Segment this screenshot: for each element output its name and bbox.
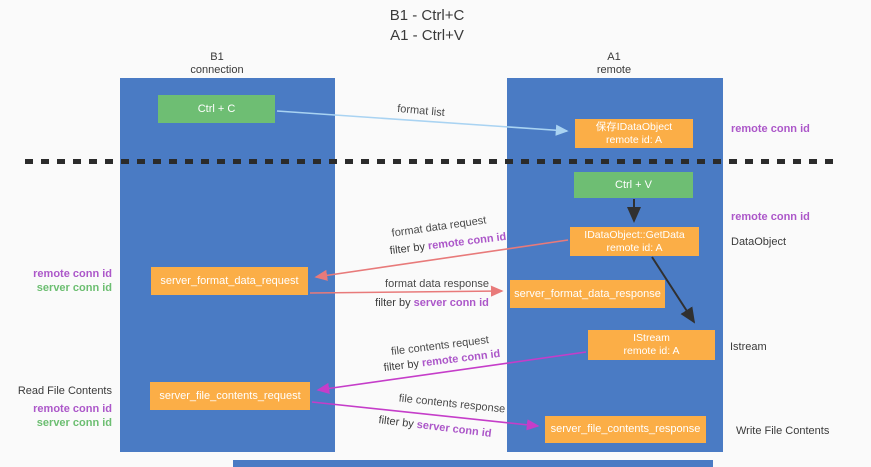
column-b1-subtitle: connection [190, 64, 244, 76]
session-separator-line [25, 159, 835, 164]
server-format-data-request-box: server_format_data_request [151, 267, 308, 295]
server-conn-id-highlight: server conn id [413, 297, 489, 309]
column-a1-name: A1 [607, 51, 621, 63]
getdata-line2: remote id: A [606, 241, 663, 254]
server-conn-id-highlight: server conn id [416, 418, 493, 440]
filter-by-text: filter by [375, 297, 414, 309]
server-format-data-request-label: server_format_data_request [160, 274, 299, 287]
format-data-response-label: format data response [385, 278, 489, 290]
format-list-label: format list [396, 102, 446, 120]
file-contents-response-label: file contents response [398, 392, 506, 416]
ctrl-v-label: Ctrl + V [615, 178, 652, 191]
read-file-contents-label: Read File Contents [17, 385, 112, 397]
save-idataobject-box: 保存IDataObject remote id: A [575, 119, 693, 148]
filter-by-server-conn-id-label-2: filter by server conn id [378, 414, 492, 440]
remote-conn-id-label-bottom-left: remote conn id [33, 403, 112, 415]
dataobject-label: DataObject [731, 236, 787, 248]
diagram-title: B1 - Ctrl+C A1 - Ctrl+V [327, 6, 527, 46]
server-file-contents-response-box: server_file_contents_response [545, 416, 706, 443]
ctrl-v-box: Ctrl + V [574, 172, 693, 198]
ctrl-c-label: Ctrl + C [197, 102, 236, 115]
server-file-contents-request-label: server_file_contents_request [159, 389, 301, 402]
server-format-data-response-label: server_format_data_response [514, 287, 661, 300]
server-conn-id-label-mid-left: server conn id [36, 282, 112, 294]
server-file-contents-request-box: server_file_contents_request [150, 382, 310, 410]
filter-by-text: filter by [377, 414, 418, 431]
column-header-a1: A1 remote [534, 51, 694, 77]
server-format-data-response-box: server_format_data_response [510, 280, 665, 308]
title-line-a1: A1 - Ctrl+V [390, 27, 464, 44]
remote-conn-id-label-top-right: remote conn id [731, 123, 810, 135]
save-idataobject-line2: remote id: A [605, 133, 663, 146]
filter-by-text: filter by [389, 240, 429, 258]
remote-conn-id-label-mid-left: remote conn id [33, 268, 112, 280]
filter-by-server-conn-id-label-1: filter by server conn id [375, 297, 489, 309]
istream-line2: remote id: A [623, 345, 680, 357]
istream-box: IStream remote id: A [588, 330, 715, 360]
istream-side-label: Istream [730, 341, 767, 353]
filter-by-text: filter by [383, 357, 423, 375]
column-b1-name: B1 [210, 51, 224, 63]
ctrl-c-box: Ctrl + C [158, 95, 275, 123]
idataobject-getdata-box: IDataObject::GetData remote id: A [570, 227, 699, 256]
remote-conn-id-highlight: remote conn id [427, 230, 507, 253]
save-idataobject-line1: 保存IDataObject [595, 120, 673, 133]
column-a1-subtitle: remote [596, 64, 632, 76]
istream-line1: IStream [633, 332, 670, 344]
format-data-response-arrow [309, 285, 504, 297]
getdata-line1: IDataObject::GetData [584, 228, 685, 241]
remote-conn-id-label-mid-right: remote conn id [731, 211, 810, 223]
server-file-contents-response-label: server_file_contents_response [550, 423, 701, 435]
cropped-bottom-box [233, 460, 713, 467]
title-line-b1: B1 - Ctrl+C [389, 7, 465, 24]
column-header-b1: B1 connection [137, 51, 297, 77]
server-conn-id-label-bottom-left: server conn id [36, 417, 112, 429]
write-file-contents-label: Write File Contents [736, 425, 830, 437]
